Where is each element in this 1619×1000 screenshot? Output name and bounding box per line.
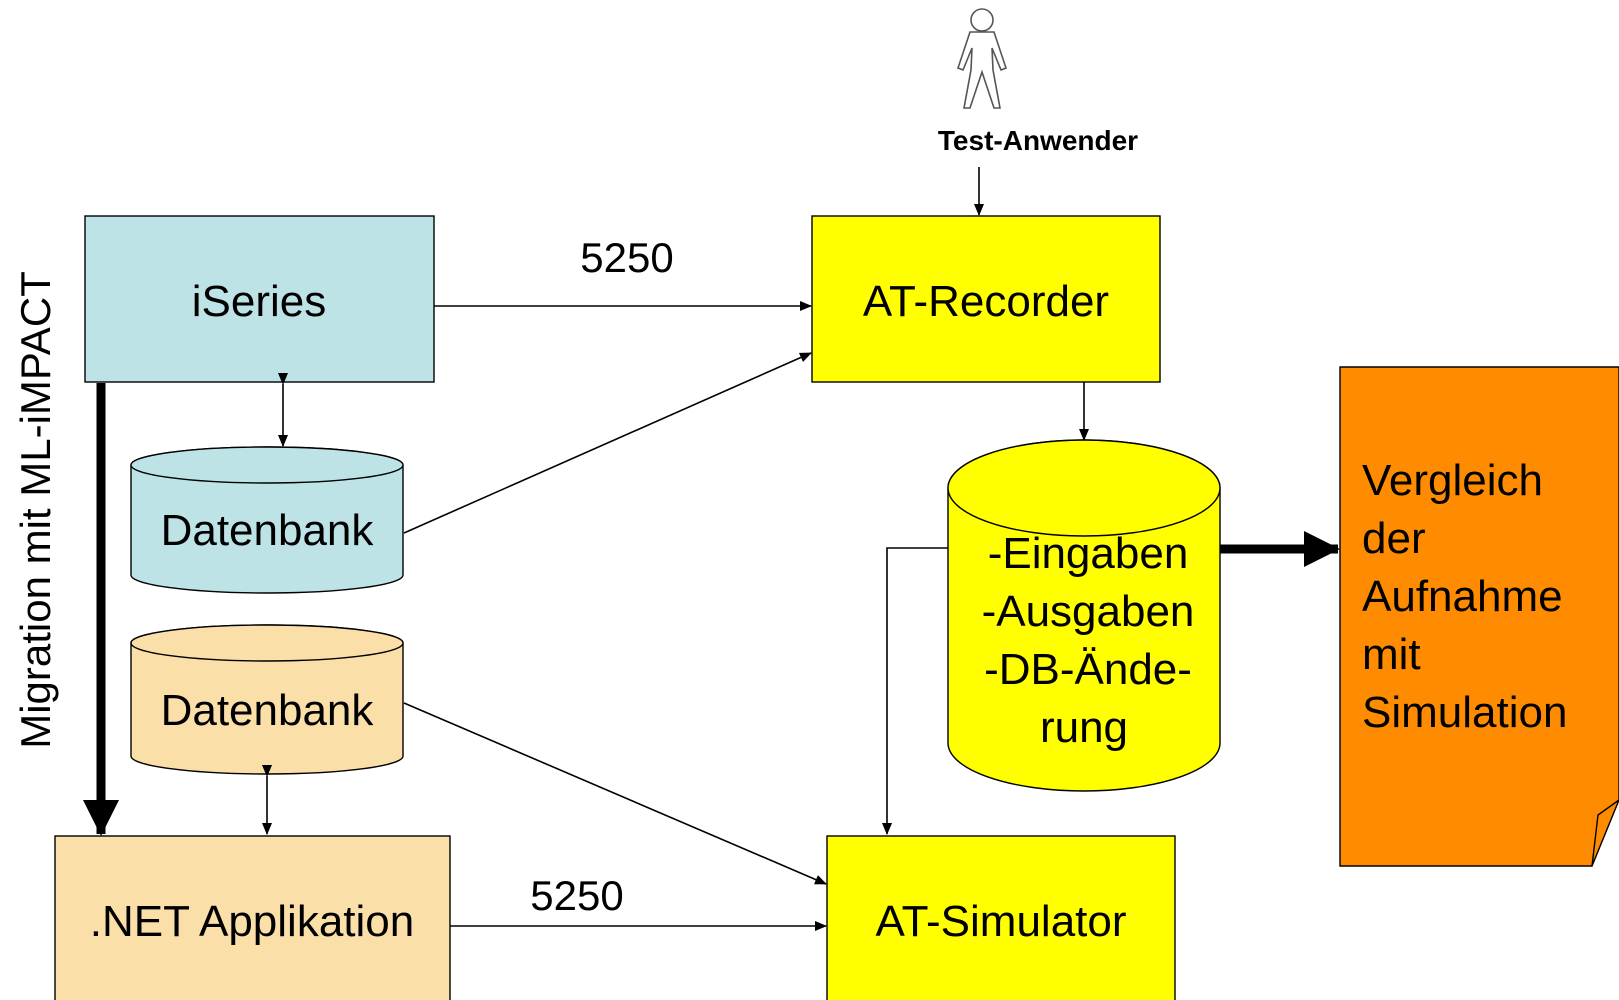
db-net-label: Datenbank: [161, 686, 375, 735]
db-iseries-to-recorder-arrow: [403, 352, 812, 534]
iseries-box: [84, 215, 435, 383]
person-icon: [957, 8, 1007, 109]
db-recording-cylinder: [947, 439, 1221, 792]
db-net-cylinder: [130, 624, 404, 775]
simulator-box: [826, 835, 1176, 1000]
db-recording-line-3: -DB-Ände-: [984, 645, 1192, 694]
recording-to-simulator-arrow: [882, 547, 948, 835]
db-iseries-label: Datenbank: [161, 506, 375, 555]
recorder-label: AT-Recorder: [863, 277, 1109, 326]
note-line-2: der: [1362, 514, 1426, 563]
db-recording-line-2: -Ausgaben: [982, 587, 1195, 636]
simulator-label: AT-Simulator: [875, 897, 1126, 946]
note-line-5: Simulation: [1362, 688, 1567, 737]
db-recording-line-4: rung: [1040, 703, 1128, 752]
migration-label: Migration mit ML-iMPACT: [12, 271, 59, 749]
db-iseries-cylinder: [130, 446, 404, 594]
net-app-label: .NET Applikation: [90, 897, 414, 946]
iseries-recorder-port: 5250: [580, 234, 673, 281]
note-line-1: Vergleich: [1362, 456, 1543, 505]
db-net-to-simulator-arrow: [403, 702, 827, 885]
note-line-3: Aufnahme: [1362, 572, 1563, 621]
net-simulator-port: 5250: [530, 872, 623, 919]
iseries-label: iSeries: [192, 277, 327, 326]
recorder-box: [811, 215, 1161, 383]
db-recording-line-1: -Eingaben: [988, 529, 1189, 578]
comparison-note: [1339, 366, 1619, 867]
actor-label: Test-Anwender: [938, 125, 1138, 156]
net-app-box: [54, 835, 451, 1000]
note-line-4: mit: [1362, 630, 1421, 679]
